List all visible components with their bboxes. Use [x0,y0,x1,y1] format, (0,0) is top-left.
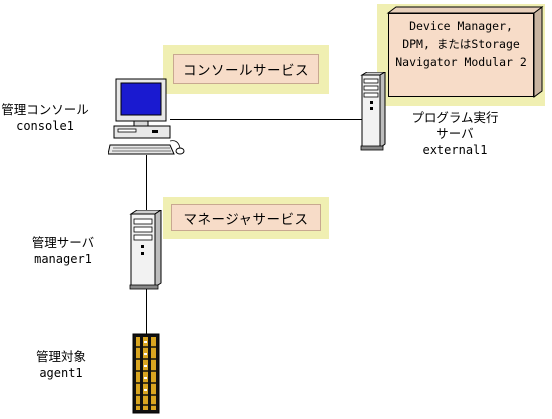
external-host: external1 [422,143,488,157]
console-node-label: 管理コンソール console1 [0,102,90,134]
agent-role: 管理対象 [35,349,86,364]
link-manager-agent [146,287,147,335]
link-console-external [170,119,362,120]
external-program-line-2: DPM, またはStorage [402,37,520,51]
external-program-box-3d [386,6,544,98]
external-program-callout: Device Manager, DPM, またはStorage Navigato… [377,4,547,108]
external-node-label: プログラム実行 サーバ external1 [397,110,513,158]
external-role-line-2: サーバ [436,126,474,141]
console-pc-icon [108,78,185,155]
manager-host: manager1 [34,252,92,266]
console-role: 管理コンソール [1,102,89,117]
console-host: console1 [16,119,74,133]
agent-node-label: 管理対象 agent1 [16,349,106,381]
manager-role: 管理サーバ [31,235,95,250]
manager-service-callout: マネージャサービス [163,197,329,239]
manager-node-label: 管理サーバ manager1 [18,235,108,267]
manager-server-icon [129,210,162,290]
external-program-text: Device Manager, DPM, またはStorage Navigato… [388,17,534,71]
link-console-manager [146,155,147,213]
external-program-line-3: Navigator Modular 2 [395,55,527,69]
agent-host: agent1 [39,366,83,380]
console-service-label: コンソールサービス [173,54,319,84]
console-service-callout: コンソールサービス [163,45,329,94]
manager-service-label: マネージャサービス [171,204,321,231]
external-role-line-1: プログラム実行 [411,110,499,125]
storage-agent-icon [132,333,160,414]
external-program-line-1: Device Manager, [409,19,513,33]
external-server-icon [360,72,386,151]
